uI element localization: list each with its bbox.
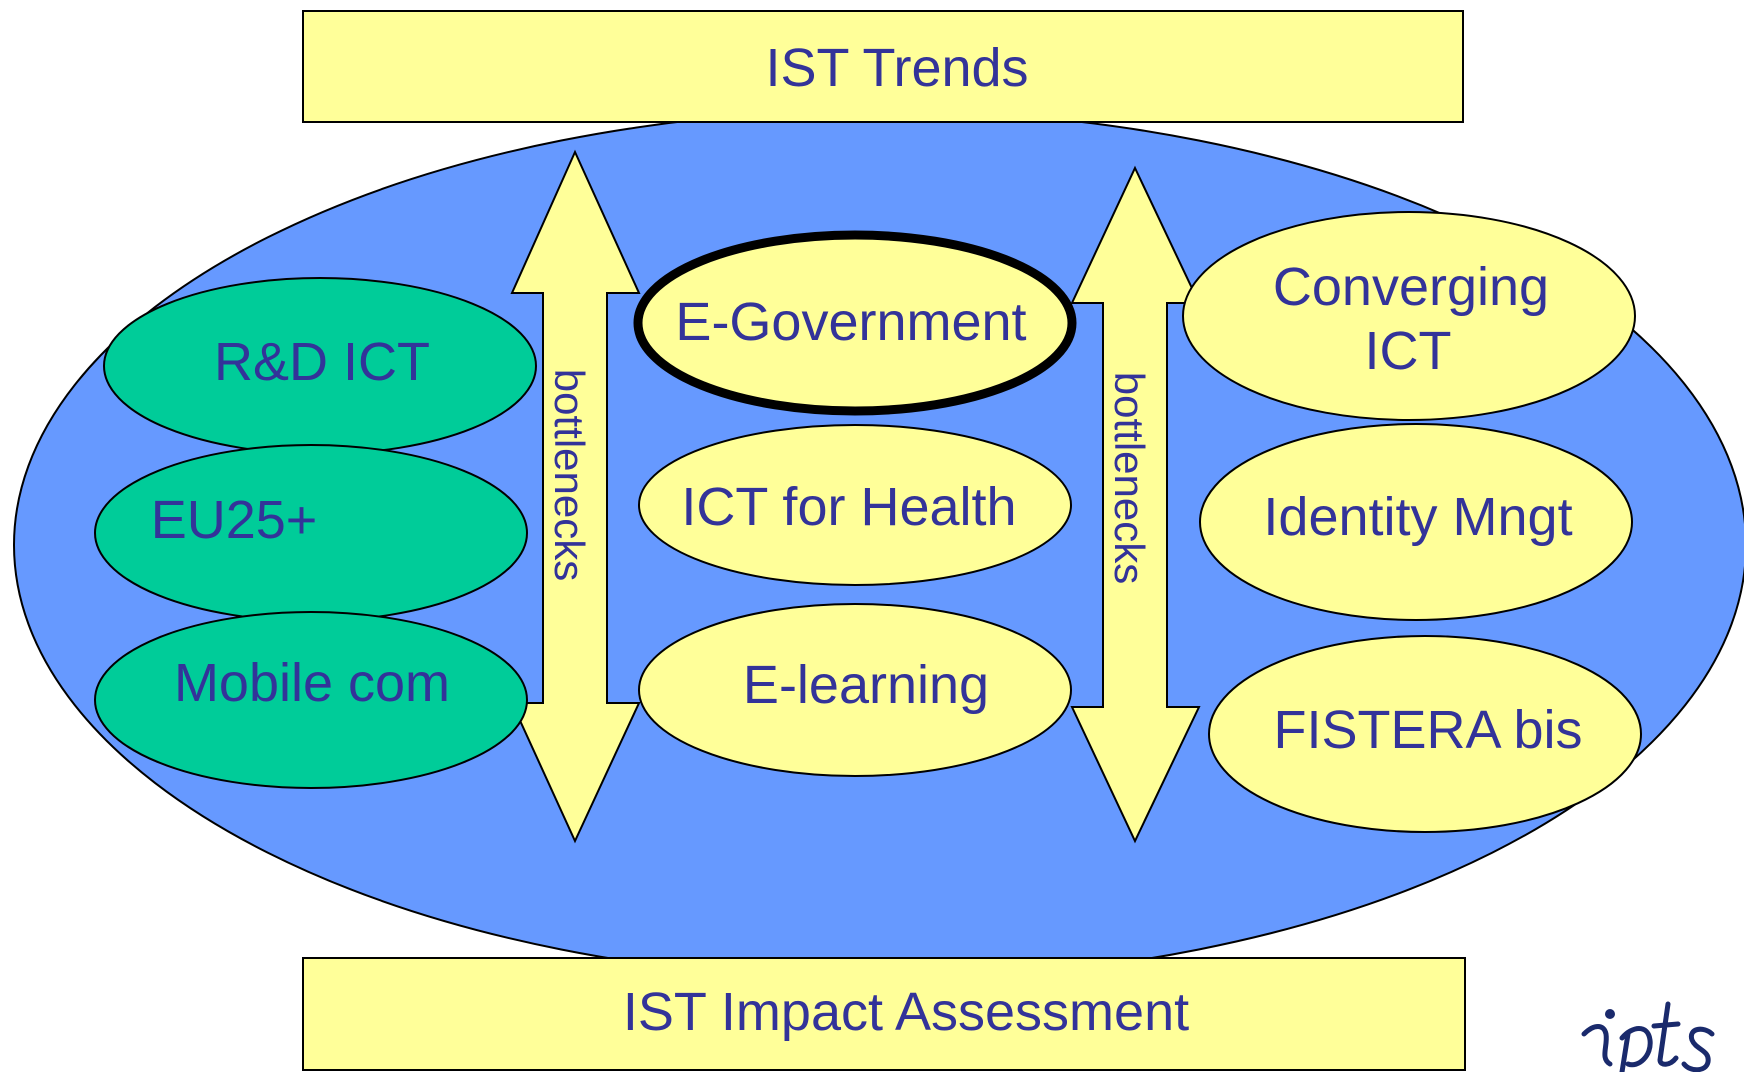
ist-trends-label: IST Trends	[765, 38, 1028, 98]
rnd-ict-label: R&D ICT	[214, 332, 430, 392]
converging-ict-label-line2: ICT	[1365, 321, 1452, 381]
ict-health-label: ICT for Health	[681, 477, 1016, 537]
right-bottleneck-arrow	[1070, 165, 1201, 844]
eu25-label: EU25+	[151, 490, 318, 550]
converging-ict-label-line1: Converging	[1273, 257, 1549, 317]
mobile-com-label: Mobile com	[174, 653, 450, 713]
e-learning-label: E-learning	[743, 655, 989, 715]
left-bottleneck-arrow	[510, 149, 641, 844]
fistera-bis-ellipse	[1208, 635, 1642, 833]
converging-ict-ellipse	[1182, 211, 1636, 421]
identity-mngt-ellipse	[1199, 423, 1633, 621]
ict-health-ellipse	[638, 424, 1072, 586]
mobile-com-ellipse	[94, 611, 528, 789]
right-bottleneck-label: bottlenecks	[1106, 372, 1153, 584]
e-government-label: E-Government	[675, 292, 1026, 352]
e-government-ellipse	[633, 230, 1077, 416]
ipts-logo-icon	[1581, 1001, 1715, 1072]
e-learning-ellipse	[638, 603, 1072, 777]
fistera-bis-label: FISTERA bis	[1273, 700, 1582, 760]
ist-impact-assessment-label: IST Impact Assessment	[623, 982, 1189, 1042]
ist-impact-assessment-box	[302, 957, 1466, 1071]
identity-mngt-label: Identity Mngt	[1263, 487, 1572, 547]
left-bottleneck-label: bottlenecks	[546, 369, 593, 581]
ist-trends-box	[302, 10, 1464, 123]
